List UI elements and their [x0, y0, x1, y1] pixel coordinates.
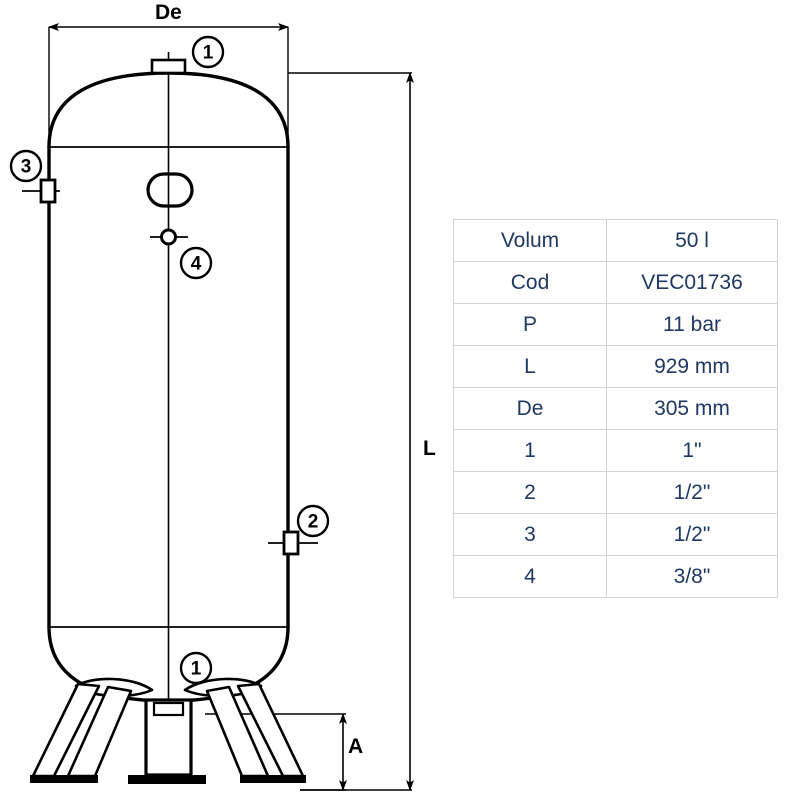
top-flange-rect — [150, 58, 187, 75]
spec-row-value: 929 mm — [606, 345, 778, 388]
callout-3-left: 3 — [9, 149, 43, 183]
dimension-label-a: A — [348, 735, 364, 758]
port-3-left-connection — [22, 178, 60, 204]
callout-3-left-circle — [9, 149, 43, 183]
spec-row-value: 50 l — [606, 219, 778, 262]
callout-1-bottom: 1 — [179, 651, 213, 685]
callout-1-top-label: 1 — [203, 43, 214, 64]
spec-row-label: 3 — [453, 513, 607, 556]
spec-row-value: 305 mm — [606, 387, 778, 430]
spec-row-label: De — [453, 387, 607, 430]
spec-row-value: VEC01736 — [606, 261, 778, 304]
spec-row-label: P — [453, 303, 607, 346]
port-2-right-connection — [268, 530, 318, 556]
port-1-top-flange — [150, 58, 187, 75]
spec-row-label: 2 — [453, 471, 607, 514]
callout-3-left-label: 3 — [21, 157, 32, 178]
spec-row-value: 3/8" — [606, 555, 778, 598]
callout-1-bottom-circle — [179, 651, 213, 685]
callout-1-bottom-label: 1 — [191, 659, 202, 680]
foot-plate-left — [30, 775, 98, 783]
spec-row-value: 1" — [606, 429, 778, 472]
spec-row-value: 11 bar — [606, 303, 778, 346]
callout-1-top: 1 — [191, 35, 225, 69]
nameplate-oval — [146, 172, 194, 208]
callout-4-gauge-circle — [179, 246, 213, 280]
port-2-flange-rect — [282, 530, 300, 556]
nameplate-outline — [146, 172, 194, 208]
spec-row-label: Volum — [453, 219, 607, 262]
dimension-label-l: L — [423, 437, 436, 460]
callout-2-right: 2 — [296, 504, 330, 538]
callout-1-top-circle — [191, 35, 225, 69]
foot-plate-right — [240, 775, 306, 783]
callout-bubbles: 1 3 4 2 1 — [9, 35, 330, 685]
callout-4-gauge: 4 — [179, 246, 213, 280]
spec-row-label: L — [453, 345, 607, 388]
spec-row-value: 1/2" — [606, 471, 778, 514]
spec-row-value: 1/2" — [606, 513, 778, 556]
drain-base-plate — [128, 775, 206, 784]
dimension-arrows — [48, 23, 414, 791]
dimension-label-de: De — [155, 1, 182, 24]
spec-row-label: 1 — [453, 429, 607, 472]
spec-row-label: 4 — [453, 555, 607, 598]
support-legs — [30, 677, 306, 783]
port-4-gauge-connection — [150, 228, 188, 246]
port-1-bottom-drain — [128, 698, 206, 784]
port-4-circle — [160, 228, 177, 246]
port-3-flange-rect — [39, 178, 57, 204]
callout-2-right-circle — [296, 504, 330, 538]
spec-row-label: Cod — [453, 261, 607, 304]
callout-2-right-label: 2 — [308, 512, 319, 533]
drain-flange-rect — [152, 701, 185, 717]
callout-4-gauge-label: 4 — [191, 254, 202, 275]
